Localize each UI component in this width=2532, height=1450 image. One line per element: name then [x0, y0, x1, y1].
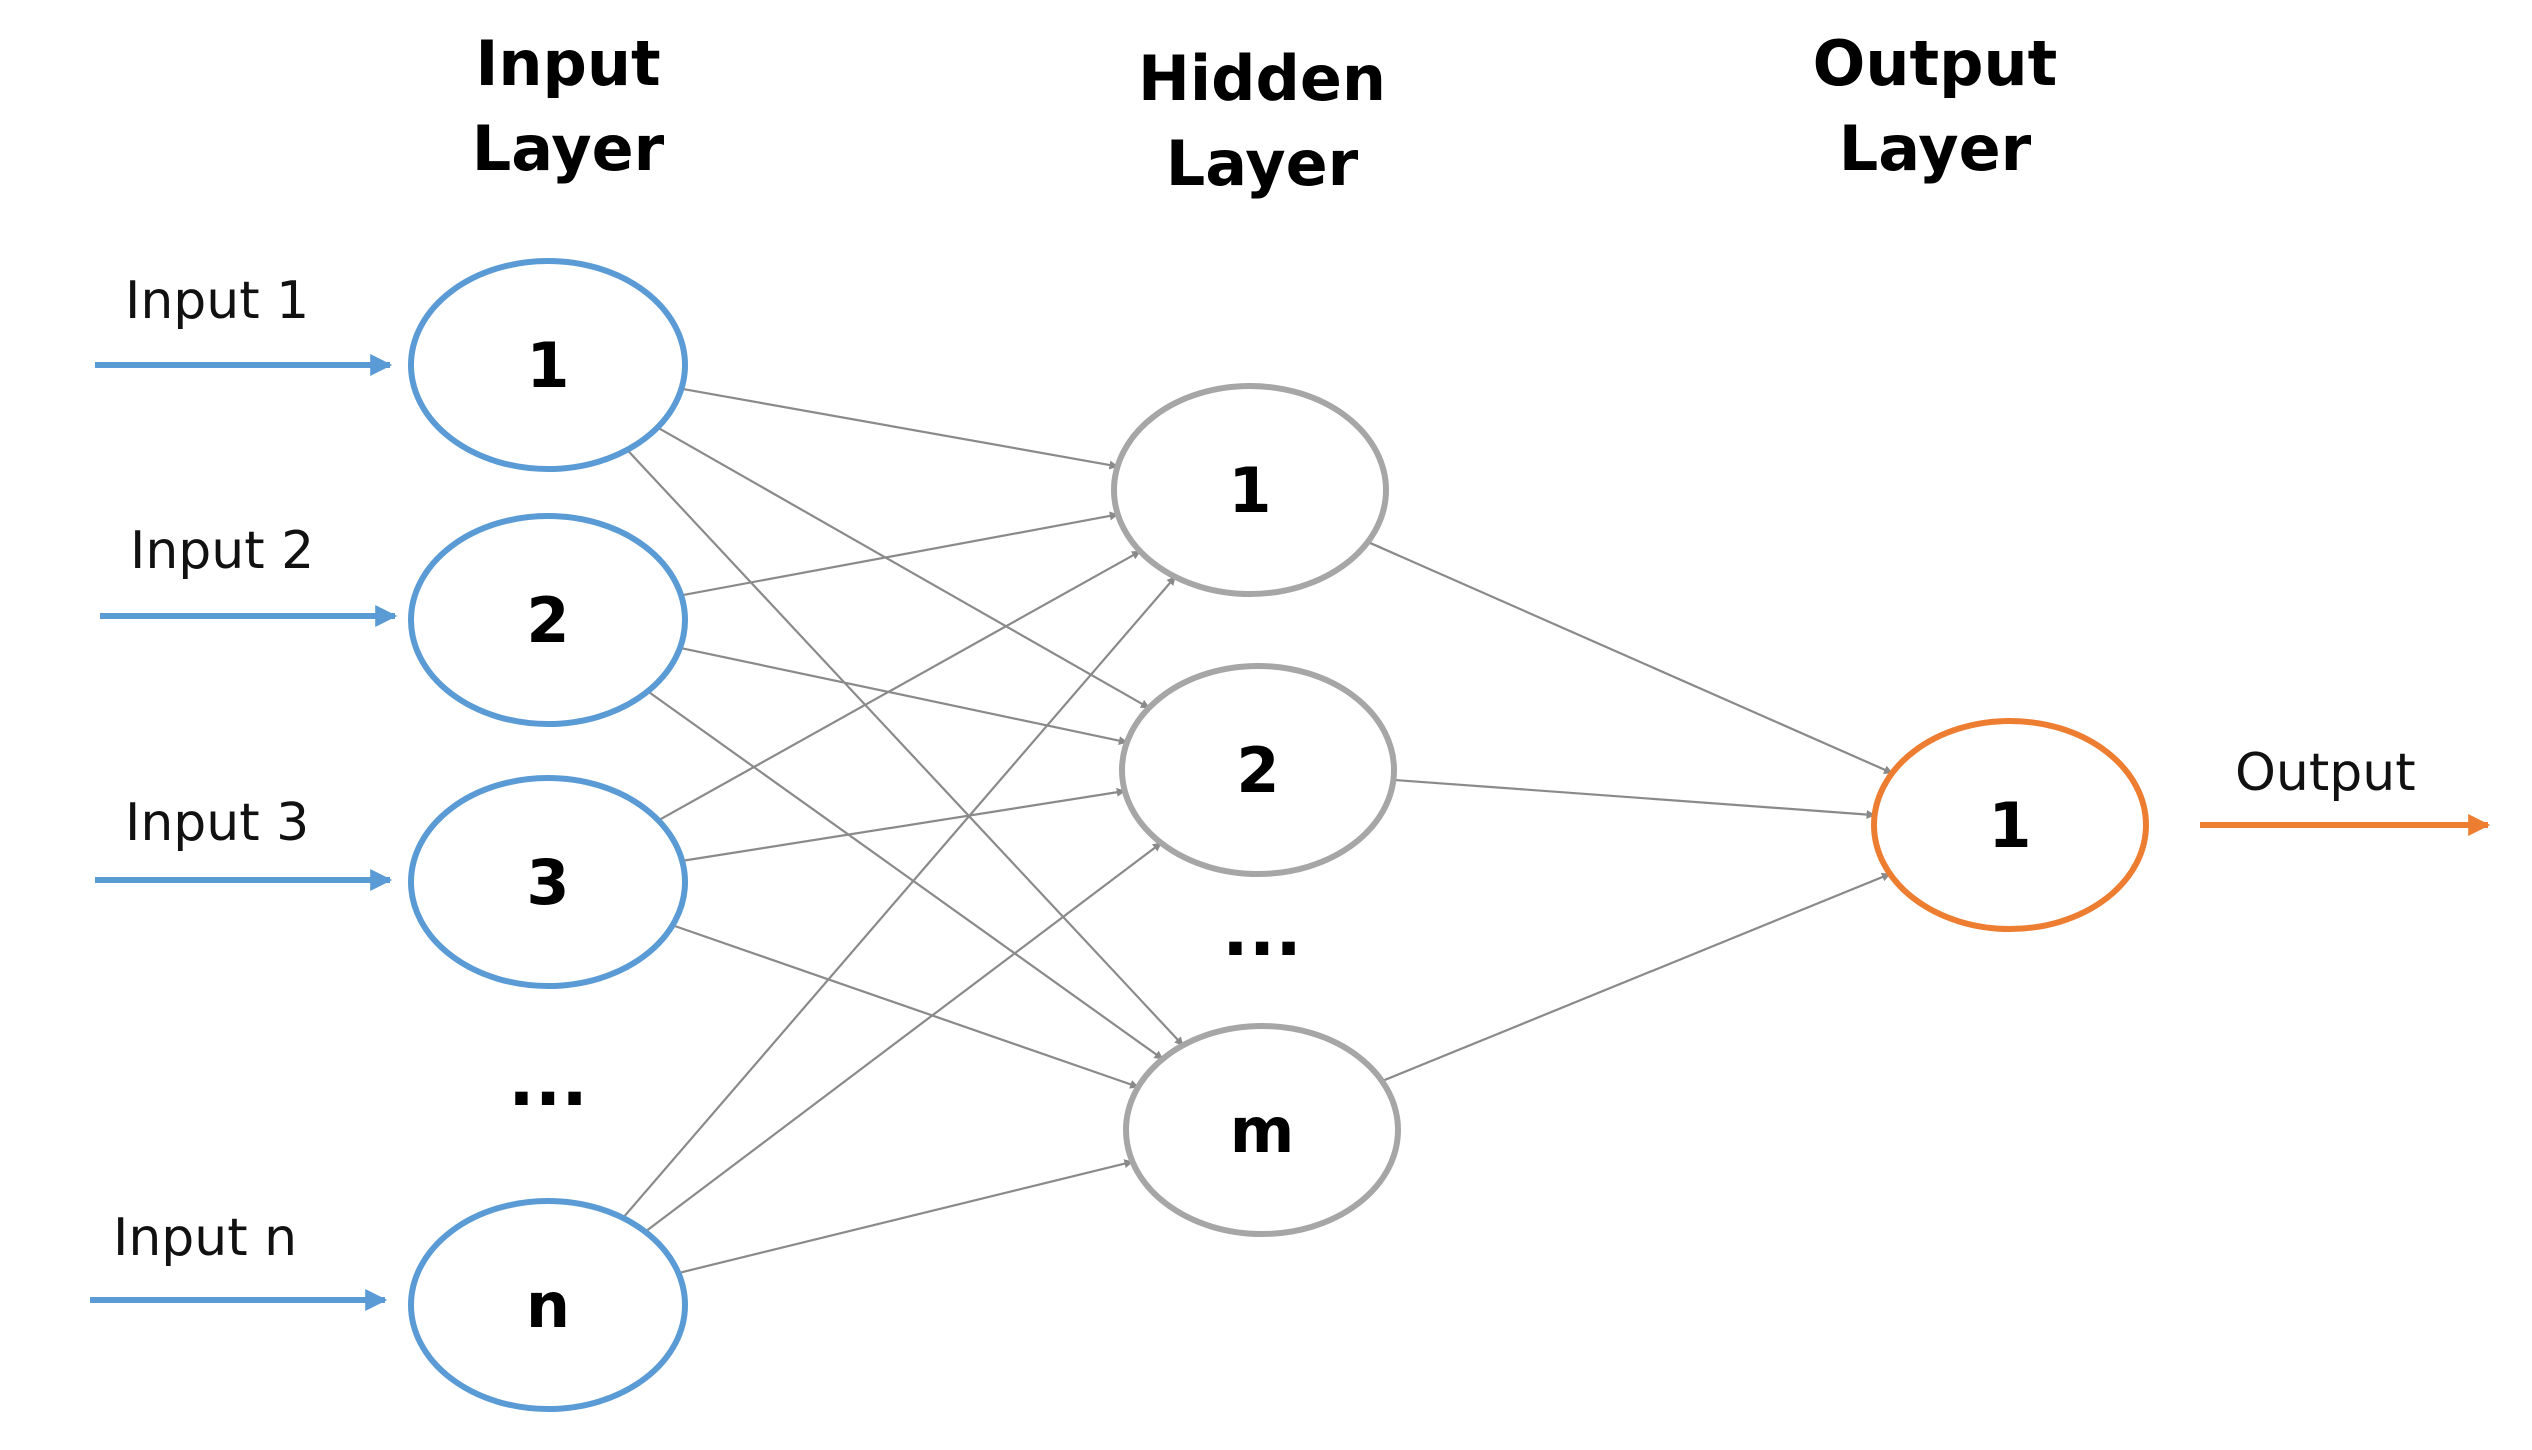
output-node-1	[1871, 718, 2149, 932]
input-hidden-edge-3-2	[677, 1159, 1134, 1275]
output-label: Output	[2235, 743, 2416, 803]
input-node-label-2: 2	[526, 584, 569, 657]
input-label-3: Input 3	[125, 793, 309, 853]
input-layer-title-line1: Input	[475, 27, 660, 100]
input-node-n	[408, 1198, 688, 1412]
input-node-label-3: 3	[526, 846, 569, 919]
hidden-output-edge-2-0	[1381, 872, 1891, 1083]
output-layer-title-line1: Output	[1813, 27, 2058, 100]
hidden-output-edge-0-0	[1367, 540, 1893, 775]
input-hidden-edge-2-1	[681, 787, 1126, 863]
input-hidden-edge-0-2	[626, 448, 1184, 1047]
input-ellipsis: ...	[508, 1040, 588, 1122]
input-label-2: Input 2	[130, 521, 314, 581]
input-hidden-edge-0-1	[656, 426, 1150, 709]
hidden-node-1	[1111, 383, 1389, 597]
hidden-layer-title-line1: Hidden	[1138, 42, 1386, 115]
input-node-1	[408, 258, 688, 472]
hidden-node-2	[1119, 663, 1397, 877]
input-node-label-1: 1	[526, 329, 569, 402]
output-layer-title-line2: Layer	[1839, 112, 2032, 185]
output-node-label-1: 1	[1988, 789, 2031, 862]
input-label-n: Input n	[113, 1208, 297, 1268]
hidden-layer-nodes: 1 2 ... m	[1111, 383, 1401, 1237]
hidden-node-label-m: m	[1230, 1094, 1295, 1167]
input-layer-nodes: 1 2 3 ... n	[408, 258, 688, 1412]
input-hidden-edge-1-0	[679, 511, 1119, 597]
input-hidden-edge-3-0	[621, 576, 1177, 1219]
hidden-node-label-1: 1	[1228, 454, 1271, 527]
hidden-layer-title-line2: Layer	[1166, 127, 1359, 200]
hidden-node-label-2: 2	[1236, 734, 1279, 807]
input-label-1: Input 1	[125, 271, 309, 331]
hidden-output-edge-1-0	[1393, 778, 1876, 819]
hidden-node-m	[1123, 1023, 1401, 1237]
input-hidden-edge-3-1	[644, 842, 1162, 1233]
input-node-label-n: n	[526, 1269, 570, 1342]
input-hidden-edge-0-0	[680, 387, 1119, 470]
connection-edges	[621, 387, 1893, 1275]
input-node-3	[408, 775, 688, 989]
output-layer-nodes: 1	[1871, 718, 2149, 932]
input-node-2	[408, 513, 688, 727]
input-hidden-edge-2-2	[671, 923, 1140, 1089]
input-arrows: Input 1 Input 2 Input 3 Input n	[90, 271, 398, 1311]
input-hidden-edge-1-1	[678, 646, 1128, 746]
input-hidden-edge-2-0	[657, 550, 1141, 822]
input-hidden-edge-1-2	[646, 690, 1164, 1060]
hidden-ellipsis: ...	[1222, 890, 1302, 972]
input-layer-title-line2: Layer	[472, 112, 665, 185]
